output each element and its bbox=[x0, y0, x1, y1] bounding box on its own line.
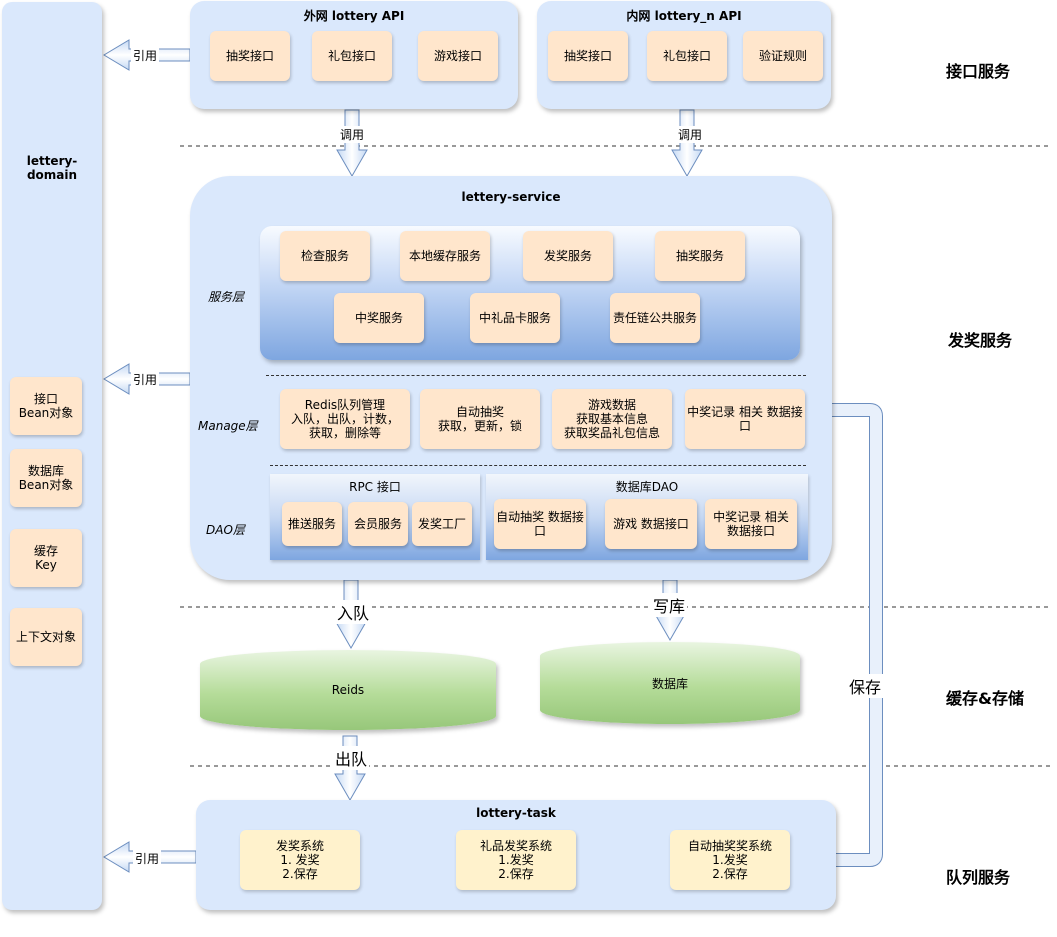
int-api-panel: 内网 lottery_n API 抽奖接口 礼包接口 验证规则 bbox=[537, 1, 831, 109]
db-dao-item: 中奖记录 相关 数据接口 bbox=[705, 499, 797, 549]
section-heading: 接口服务 bbox=[946, 62, 1011, 81]
ext-api-panel: 外网 lottery API 抽奖接口 礼包接口 游戏接口 bbox=[190, 1, 518, 109]
rpc-title: RPC 接口 bbox=[349, 480, 401, 494]
save-arrow-body-inner bbox=[830, 404, 882, 866]
dequeue-label: 出队 bbox=[333, 746, 370, 770]
task-panel: lottery-task 发奖系统 1. 发奖 2.保存 礼品发奖系统 1.发奖… bbox=[196, 800, 836, 910]
service-item: 中礼品卡服务 bbox=[470, 293, 560, 343]
task-title: lottery-task bbox=[476, 806, 556, 820]
call-arrow-right bbox=[671, 109, 703, 178]
db-dao-title: 数据库DAO bbox=[615, 480, 679, 494]
ext-api-item: 游戏接口 bbox=[418, 31, 498, 81]
redis-cylinder: Reids bbox=[200, 650, 496, 730]
domain-panel: lettery- domain 接口 Bean对象 数据库 Bean对象 缓存 … bbox=[2, 2, 102, 910]
layer-divider bbox=[270, 465, 806, 466]
call-label: 调用 bbox=[676, 126, 705, 143]
call-label: 调用 bbox=[338, 126, 367, 143]
domain-item: 缓存 Key bbox=[10, 529, 82, 587]
database-cylinder: 数据库 bbox=[540, 642, 800, 724]
save-arrow-body bbox=[830, 403, 883, 867]
service-item: 发奖服务 bbox=[523, 231, 613, 281]
domain-item: 上下文对象 bbox=[10, 608, 82, 666]
rpc-item: 会员服务 bbox=[348, 502, 408, 546]
task-item: 自动抽奖奖系统 1.发奖 2.保存 bbox=[670, 830, 790, 890]
section-heading: 缓存&存储 bbox=[946, 689, 1024, 708]
ext-api-item: 礼包接口 bbox=[312, 31, 392, 81]
layer-divider bbox=[266, 375, 806, 376]
service-item: 中奖服务 bbox=[334, 293, 424, 343]
domain-item: 数据库 Bean对象 bbox=[10, 449, 82, 507]
enqueue-label: 入队 bbox=[335, 600, 372, 624]
service-panel: lettery-service 服务层 检查服务 本地缓存服务 发奖服务 抽奖服… bbox=[190, 176, 832, 580]
service-item: 检查服务 bbox=[280, 231, 370, 281]
section-heading: 队列服务 bbox=[946, 868, 1011, 887]
ext-api-item: 抽奖接口 bbox=[210, 31, 290, 81]
service-title: lettery-service bbox=[461, 190, 561, 204]
service-item: 责任链公共服务 bbox=[610, 293, 700, 343]
task-item: 发奖系统 1. 发奖 2.保存 bbox=[240, 830, 360, 890]
int-api-item: 抽奖接口 bbox=[548, 31, 628, 81]
rpc-item: 发奖工厂 bbox=[412, 502, 472, 546]
int-api-item: 验证规则 bbox=[743, 31, 823, 81]
ref-label: 引用 bbox=[133, 850, 162, 867]
manage-item: Redis队列管理 入队，出队，计数， 获取，删除等 bbox=[280, 389, 410, 449]
rpc-item: 推送服务 bbox=[282, 502, 342, 546]
manage-item: 游戏数据 获取基本信息 获取奖品礼包信息 bbox=[552, 389, 672, 449]
manage-item: 自动抽奖 获取，更新，锁 bbox=[420, 389, 540, 449]
call-arrow-left bbox=[336, 109, 368, 178]
domain-title: lettery- domain bbox=[26, 154, 78, 182]
ref-label: 引用 bbox=[131, 47, 160, 64]
write-db-label: 写库 bbox=[651, 593, 688, 617]
dao-layer-label: DAO层 bbox=[206, 523, 245, 537]
int-api-item: 礼包接口 bbox=[647, 31, 727, 81]
service-item: 本地缓存服务 bbox=[400, 231, 490, 281]
db-dao-item: 自动抽奖 数据接 口 bbox=[494, 499, 586, 549]
ref-label: 引用 bbox=[131, 371, 160, 388]
task-item: 礼品发奖系统 1.发奖 2.保存 bbox=[456, 830, 576, 890]
domain-item: 接口 Bean对象 bbox=[10, 377, 82, 435]
save-label: 保存 bbox=[847, 674, 884, 698]
ext-api-title: 外网 lottery API bbox=[303, 9, 405, 23]
int-api-title: 内网 lottery_n API bbox=[626, 9, 742, 23]
manage-item: 中奖记录 相关 数据接 口 bbox=[685, 389, 805, 449]
db-dao-item: 游戏 数据接口 bbox=[605, 499, 697, 549]
service-layer-label: 服务层 bbox=[208, 290, 245, 304]
section-heading: 发奖服务 bbox=[948, 331, 1013, 350]
manage-layer-label: Manage层 bbox=[198, 419, 258, 433]
service-item: 抽奖服务 bbox=[655, 231, 745, 281]
